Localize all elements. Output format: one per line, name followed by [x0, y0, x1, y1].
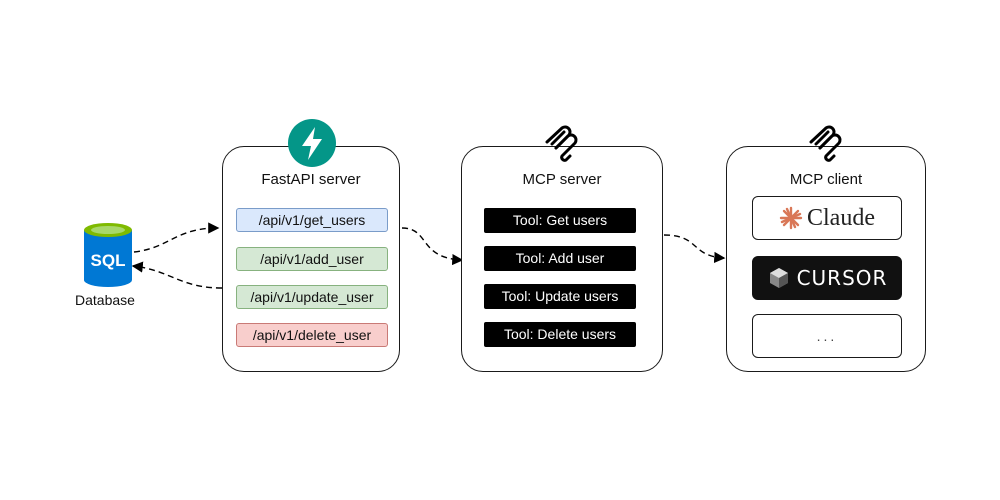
endpoint-add-user: /api/v1/add_user [236, 247, 388, 271]
database-label: Database [75, 292, 135, 308]
cursor-cube-icon [769, 268, 788, 288]
panel-title: MCP server [522, 171, 602, 188]
arrow-mcp-to-client [663, 234, 726, 264]
endpoint-delete-user: /api/v1/delete_user [236, 323, 388, 347]
client-cursor: CURSOR [752, 256, 902, 300]
tool-delete-users: Tool: Delete users [484, 322, 636, 347]
panel-title: FastAPI server [261, 171, 361, 188]
mcp-client-panel: MCP client Claude CURSOR ... [726, 146, 926, 372]
mcp-logo-icon [809, 125, 842, 162]
claude-star-icon [779, 206, 803, 230]
fastapi-logo-icon [288, 119, 336, 167]
tool-update-users: Tool: Update users [484, 284, 636, 309]
mcp-server-panel: MCP server Tool: Get users Tool: Add use… [461, 146, 663, 372]
sql-icon-text: SQL [91, 251, 126, 270]
client-claude: Claude [752, 196, 902, 240]
endpoint-update-user: /api/v1/update_user [236, 285, 388, 309]
tool-add-user: Tool: Add user [484, 246, 636, 271]
client-name: CURSOR [796, 266, 888, 290]
arrow-fastapi-to-db [131, 261, 223, 289]
client-ellipsis: ... [816, 328, 838, 344]
fastapi-server-panel: FastAPI server /api/v1/get_users /api/v1… [222, 146, 400, 372]
mcp-logo-icon [545, 125, 578, 162]
arrow-db-to-fastapi [133, 222, 220, 253]
client-more: ... [752, 314, 902, 358]
sql-database-icon: SQL [84, 223, 132, 287]
endpoint-get-users: /api/v1/get_users [236, 208, 388, 232]
arrow-fastapi-to-mcp [401, 227, 464, 266]
client-name: Claude [807, 204, 875, 231]
panel-title: MCP client [789, 171, 863, 188]
tool-get-users: Tool: Get users [484, 208, 636, 233]
